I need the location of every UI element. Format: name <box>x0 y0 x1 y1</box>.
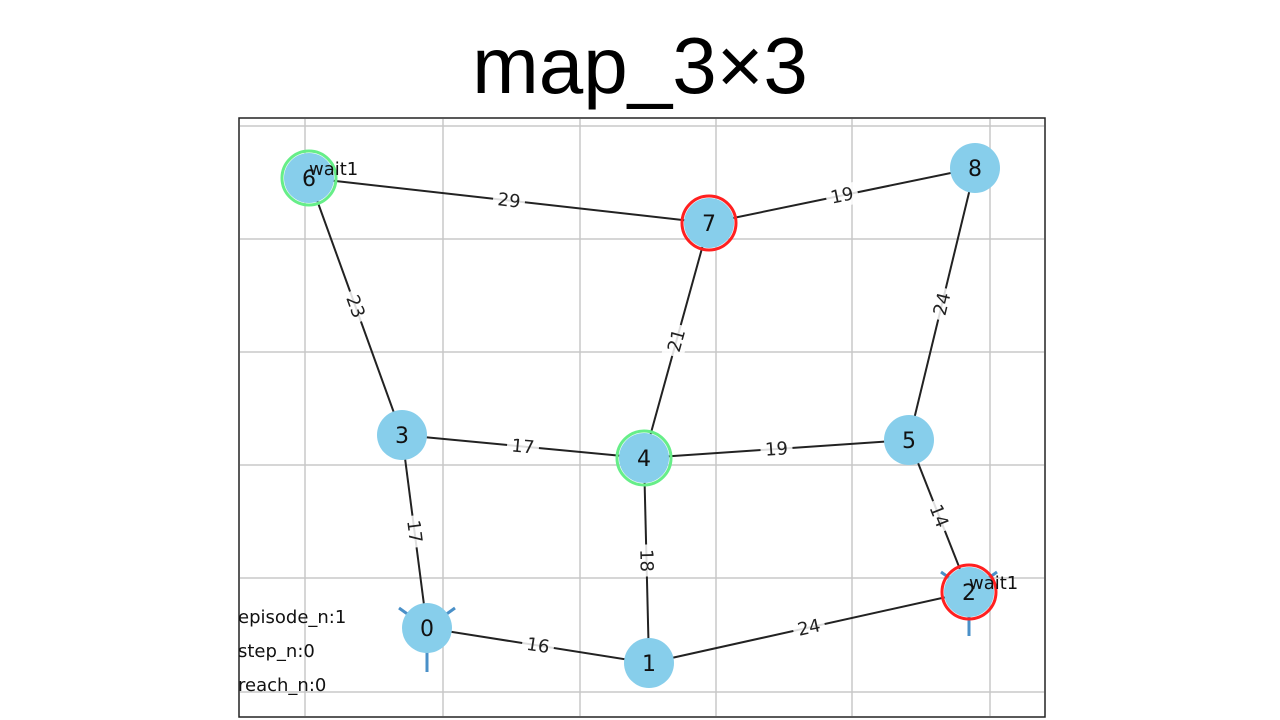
edge-weight-label: 19 <box>829 183 856 208</box>
node-0: 0 <box>398 603 456 672</box>
node-7: 7 <box>680 194 738 252</box>
node-8: 8 <box>950 143 1000 193</box>
node-status-tag: wait1 <box>969 573 1018 594</box>
node-label: 2 <box>962 581 976 606</box>
node-circle <box>377 410 427 460</box>
info-panel: episode_n:1 step_n:0 reach_n:0 <box>238 607 346 696</box>
node-highlight-ring <box>940 563 998 621</box>
edge-weight-label: 24 <box>930 291 956 318</box>
edge-7-8: 19 <box>708 167 976 224</box>
edge-0-1: 16 <box>426 627 650 664</box>
edge-3-0: 17 <box>401 434 428 629</box>
node-label: 3 <box>395 424 409 449</box>
node-3: 3 <box>377 410 427 460</box>
node-circle <box>944 567 994 617</box>
node-circle <box>624 638 674 688</box>
node-highlight-ring <box>615 429 673 487</box>
node-label: 7 <box>702 212 716 237</box>
node-circle <box>884 415 934 465</box>
node-5: 5 <box>884 415 934 465</box>
edge-weight-label: 17 <box>511 435 536 458</box>
edge-weight-label: 29 <box>496 189 521 212</box>
edge-6-7: 29 <box>308 177 710 224</box>
node-highlight-ring <box>280 149 338 207</box>
edge-weight-label: 18 <box>635 549 657 572</box>
episode-counter: episode_n:1 <box>238 607 346 628</box>
node-circle <box>950 143 1000 193</box>
edge-8-5: 24 <box>908 167 976 441</box>
node-circle <box>619 433 669 483</box>
node-label: 8 <box>968 157 982 182</box>
node-circle <box>284 153 334 203</box>
edge-4-1: 18 <box>635 457 658 664</box>
plot-frame <box>238 117 1046 718</box>
node-circle <box>402 603 452 653</box>
node-highlight-ring <box>680 194 738 252</box>
node-circle <box>684 198 734 248</box>
edge-4-5: 19 <box>643 436 910 462</box>
edge-weight-label: 19 <box>764 438 788 461</box>
edge-weight-label: 17 <box>402 519 426 544</box>
edge-6-3: 23 <box>308 177 403 436</box>
node-label: 5 <box>902 429 916 454</box>
node-4: 4 <box>615 429 673 487</box>
reach-counter: reach_n:0 <box>238 675 326 696</box>
node-label: 0 <box>420 617 434 642</box>
node-status-tag: wait1 <box>309 159 358 180</box>
edge-weight-label: 16 <box>525 634 551 658</box>
node-label: 4 <box>637 447 651 472</box>
page-title: map_3×3 <box>472 21 808 110</box>
edge-1-2: 24 <box>648 591 970 664</box>
step-counter: step_n:0 <box>238 641 315 662</box>
node-1: 1 <box>624 638 674 688</box>
node-label: 6 <box>302 167 316 192</box>
edge-7-4: 21 <box>643 222 710 459</box>
node-label: 1 <box>642 652 656 677</box>
edge-3-4: 17 <box>401 434 645 459</box>
edge-weight-label: 24 <box>796 615 823 640</box>
